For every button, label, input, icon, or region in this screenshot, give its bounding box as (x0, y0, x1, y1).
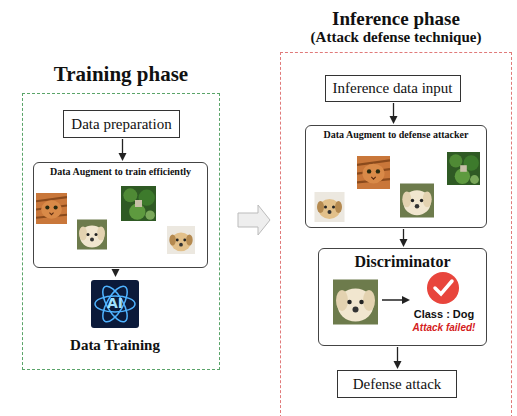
node-text: Class : Dog (404, 308, 484, 320)
node-title: Data Augment to train efficiently (34, 166, 207, 177)
connector-arrow (112, 269, 120, 277)
process-box: Defense attack (337, 370, 457, 398)
result-arrow (382, 296, 410, 304)
node-title: Training phase (3, 62, 239, 87)
node-title: Defense attack (353, 376, 442, 393)
puppy-photo (315, 192, 345, 222)
node-title: Discriminator (319, 253, 486, 271)
foliage-photo (447, 152, 480, 185)
ai-icon (91, 280, 139, 328)
dog-photo (400, 184, 434, 218)
augment-box: Data Augment to train efficiently (33, 162, 208, 268)
node-text: (Attack defense technique) (271, 29, 517, 46)
training-node: Data Training (62, 278, 168, 354)
augment-box: Data Augment to defense attacker (305, 125, 487, 228)
process-box: Inference data input (325, 75, 461, 102)
connector-arrow (394, 347, 402, 369)
node-title: Inference data input (333, 80, 453, 97)
connector-arrow (238, 205, 270, 235)
cat-photo (36, 193, 67, 224)
discriminator-box: DiscriminatorClass : DogAttack failed! (318, 248, 487, 346)
connector-arrow (390, 103, 398, 124)
node-title: Data preparation (71, 116, 171, 133)
node-title: Data Augment to defense attacker (306, 129, 486, 140)
phase-panel: Training phaseData preparationData Augme… (22, 93, 220, 370)
dog-photo (77, 220, 107, 250)
foliage-photo (121, 186, 156, 221)
node-text: Attack failed! (404, 322, 484, 333)
connector-arrow (400, 229, 408, 247)
cat-photo (357, 156, 390, 189)
check-mark (427, 272, 459, 304)
phase-panel: Inference phase(Attack defense technique… (280, 52, 512, 416)
puppy-photo (167, 226, 195, 254)
dog-photo (333, 280, 378, 325)
icon-label: AI (99, 295, 131, 311)
connector-arrow (119, 139, 127, 161)
node-title: Data Training (52, 337, 178, 354)
node-title: Inference phase (271, 8, 517, 30)
process-box: Data preparation (63, 110, 180, 138)
